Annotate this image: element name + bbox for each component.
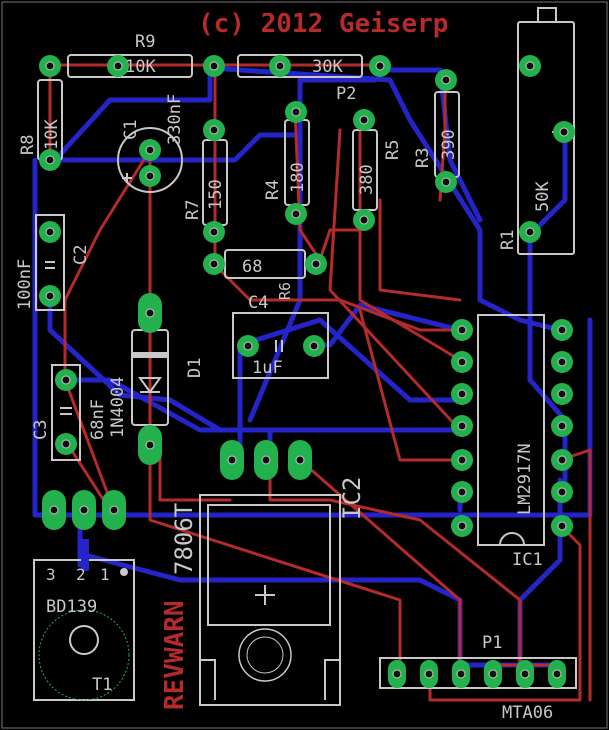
r7-name: R7 bbox=[183, 200, 203, 220]
t1-pin-1: 1 bbox=[100, 565, 110, 584]
c1-name: C1 bbox=[121, 120, 141, 140]
r3-value: 390 bbox=[439, 129, 459, 160]
r6-name: R6 bbox=[276, 282, 294, 300]
c4-value: 1uF bbox=[252, 358, 283, 378]
r6-pads bbox=[203, 253, 327, 275]
c4-name: C4 bbox=[248, 293, 268, 313]
r9-name: R9 bbox=[135, 32, 155, 52]
p1-name: P1 bbox=[482, 633, 502, 653]
p2-name: P2 bbox=[336, 84, 356, 104]
ic1-value: LM2917N bbox=[515, 443, 535, 515]
r8-name: R8 bbox=[18, 135, 38, 155]
c2-value: 100nF bbox=[15, 259, 35, 310]
component-labels: R9 10K 30K P2 R8 10K C1 330nF R7 150 R4 … bbox=[15, 32, 553, 723]
t1-name: T1 bbox=[92, 675, 112, 695]
ic2-value: 7806T bbox=[170, 503, 198, 575]
t1-pin-2: 2 bbox=[76, 565, 86, 584]
r8-value: 10K bbox=[42, 119, 62, 150]
c1-value: 330nF bbox=[165, 94, 185, 145]
r4-value: 180 bbox=[288, 162, 308, 193]
c3-value: 68nF bbox=[88, 399, 108, 440]
r3-name: R3 bbox=[413, 148, 433, 168]
pad-holes bbox=[45, 61, 569, 679]
r6-value: 68 bbox=[242, 257, 262, 277]
t1-pin1-marker bbox=[120, 568, 128, 576]
p1-value: MTA06 bbox=[502, 703, 553, 723]
c2-name: C2 bbox=[71, 245, 91, 265]
c3-name: C3 bbox=[31, 420, 51, 440]
t1-pin-3: 3 bbox=[46, 565, 56, 584]
r5-value: 380 bbox=[357, 164, 377, 195]
ic2-name: IC2 bbox=[338, 477, 366, 520]
logo-text: REVWARN bbox=[160, 600, 190, 710]
silkscreen-outlines bbox=[33, 7, 577, 706]
p2-value: 30K bbox=[312, 57, 343, 77]
r9-value: 10K bbox=[125, 57, 156, 77]
d1-value: 1N4004 bbox=[108, 377, 128, 438]
r5-name: R5 bbox=[383, 140, 403, 160]
copyright-title: (c) 2012 Geiserp bbox=[198, 9, 448, 39]
r1-name: R1 bbox=[498, 230, 518, 250]
t1-value: BD139 bbox=[46, 597, 97, 617]
ic1-name: IC1 bbox=[512, 550, 543, 570]
r7-value: 150 bbox=[206, 179, 226, 210]
d1-name: D1 bbox=[185, 358, 205, 378]
r4-name: R4 bbox=[263, 180, 283, 200]
r1-value: 50K bbox=[533, 181, 553, 212]
